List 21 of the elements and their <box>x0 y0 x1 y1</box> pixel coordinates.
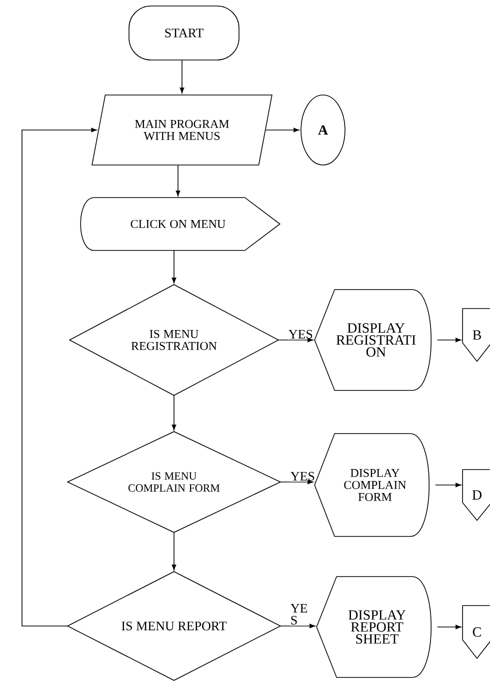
input-output-parallelogram: MAIN PROGRAM WITH MENUS <box>92 94 272 166</box>
arrow <box>437 338 462 342</box>
arrow <box>278 338 314 342</box>
arrow <box>22 128 97 626</box>
arrow <box>435 482 462 488</box>
edge-label: YE S <box>289 602 308 626</box>
edge-label: YES <box>289 470 314 482</box>
arrow <box>280 480 314 484</box>
start-terminal: START <box>128 6 240 60</box>
arrow <box>265 128 300 132</box>
arrow <box>180 60 184 94</box>
edge-label: YES <box>287 328 312 340</box>
arrow <box>176 165 180 196</box>
off-page-connector: C <box>462 605 490 660</box>
off-page-connector: D <box>462 469 490 522</box>
arrow <box>280 624 316 628</box>
off-page-connector: B <box>462 308 490 362</box>
arrow <box>172 250 176 284</box>
arrow <box>172 532 176 570</box>
arrow <box>437 624 462 630</box>
arrow <box>172 395 176 430</box>
